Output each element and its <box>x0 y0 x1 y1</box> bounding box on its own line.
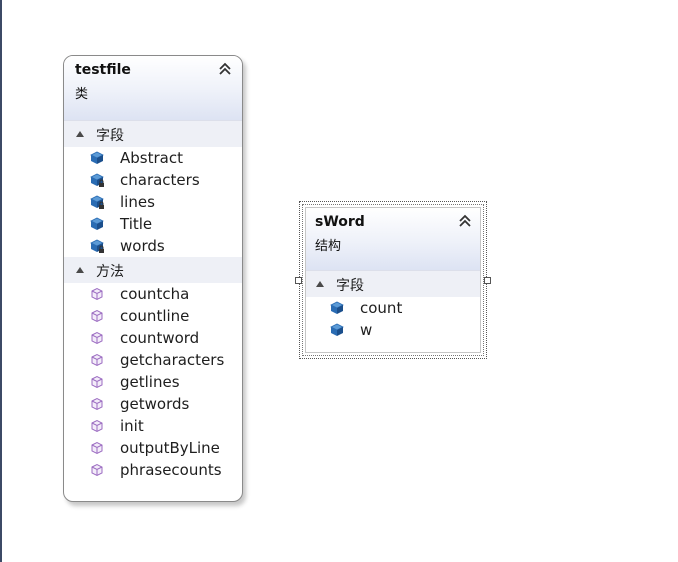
class-method-list: countcha countline countword getcharacters g… <box>64 283 242 481</box>
method-name: countcha <box>120 285 190 303</box>
method-icon <box>89 352 105 368</box>
field-name: characters <box>120 171 200 189</box>
methods-compartment-label: 方法 <box>96 264 124 280</box>
struct-header[interactable]: sWord 结构 <box>306 208 480 271</box>
resize-handle-left[interactable] <box>295 277 302 284</box>
compartment-toggle-icon[interactable] <box>76 267 84 273</box>
fields-compartment-label: 字段 <box>336 278 364 294</box>
field-name: words <box>120 237 165 255</box>
method-icon <box>89 462 105 478</box>
method-icon <box>89 308 105 324</box>
private-field-icon <box>89 194 105 210</box>
field-row[interactable]: characters <box>64 169 242 191</box>
method-name: getcharacters <box>120 351 225 369</box>
method-name: getwords <box>120 395 190 413</box>
field-name: Abstract <box>120 149 183 167</box>
method-name: phrasecounts <box>120 461 222 479</box>
method-row[interactable]: countword <box>64 327 242 349</box>
struct-title: sWord <box>315 214 365 230</box>
field-row[interactable]: words <box>64 235 242 257</box>
struct-field-list: count w <box>306 297 480 341</box>
class-title: testfile <box>75 62 131 78</box>
field-row[interactable]: Abstract <box>64 147 242 169</box>
class-kind: 类 <box>75 87 89 102</box>
method-name: outputByLine <box>120 439 220 457</box>
method-name: init <box>120 417 144 435</box>
field-name: lines <box>120 193 155 211</box>
method-row[interactable]: getwords <box>64 393 242 415</box>
method-icon <box>89 374 105 390</box>
field-name: count <box>360 299 403 317</box>
fields-compartment-label: 字段 <box>96 128 124 144</box>
method-icon <box>89 396 105 412</box>
class-header[interactable]: testfile 类 <box>64 56 242 121</box>
method-icon <box>89 330 105 346</box>
field-row[interactable]: Title <box>64 213 242 235</box>
private-field-icon <box>89 172 105 188</box>
method-row[interactable]: phrasecounts <box>64 459 242 481</box>
method-icon <box>89 418 105 434</box>
field-icon <box>329 322 345 338</box>
field-name: Title <box>120 215 153 233</box>
method-row[interactable]: outputByLine <box>64 437 242 459</box>
private-field-icon <box>89 238 105 254</box>
fields-compartment-header[interactable]: 字段 <box>306 271 480 297</box>
method-row[interactable]: countline <box>64 305 242 327</box>
method-icon <box>89 286 105 302</box>
collapse-chevron-icon[interactable] <box>457 213 473 229</box>
selection-outline-inner <box>302 204 484 356</box>
collapse-chevron-icon[interactable] <box>217 61 233 77</box>
method-icon <box>89 440 105 456</box>
method-row[interactable]: getlines <box>64 371 242 393</box>
window-left-edge <box>0 0 2 562</box>
method-name: getlines <box>120 373 180 391</box>
field-row[interactable]: count <box>306 297 480 319</box>
field-row[interactable]: lines <box>64 191 242 213</box>
method-name: countword <box>120 329 200 347</box>
method-row[interactable]: countcha <box>64 283 242 305</box>
method-row[interactable]: init <box>64 415 242 437</box>
field-row[interactable]: w <box>306 319 480 341</box>
methods-compartment-header[interactable]: 方法 <box>64 257 242 283</box>
method-name: countline <box>120 307 190 325</box>
field-icon <box>89 150 105 166</box>
resize-handle-right[interactable] <box>484 277 491 284</box>
struct-kind: 结构 <box>315 239 342 254</box>
struct-shape-sword[interactable]: sWord 结构 字段 count w <box>305 207 481 353</box>
field-icon <box>329 300 345 316</box>
compartment-toggle-icon[interactable] <box>76 131 84 137</box>
field-name: w <box>360 321 373 339</box>
compartment-toggle-icon[interactable] <box>316 281 324 287</box>
fields-compartment-header[interactable]: 字段 <box>64 121 242 147</box>
method-row[interactable]: getcharacters <box>64 349 242 371</box>
field-icon <box>89 216 105 232</box>
